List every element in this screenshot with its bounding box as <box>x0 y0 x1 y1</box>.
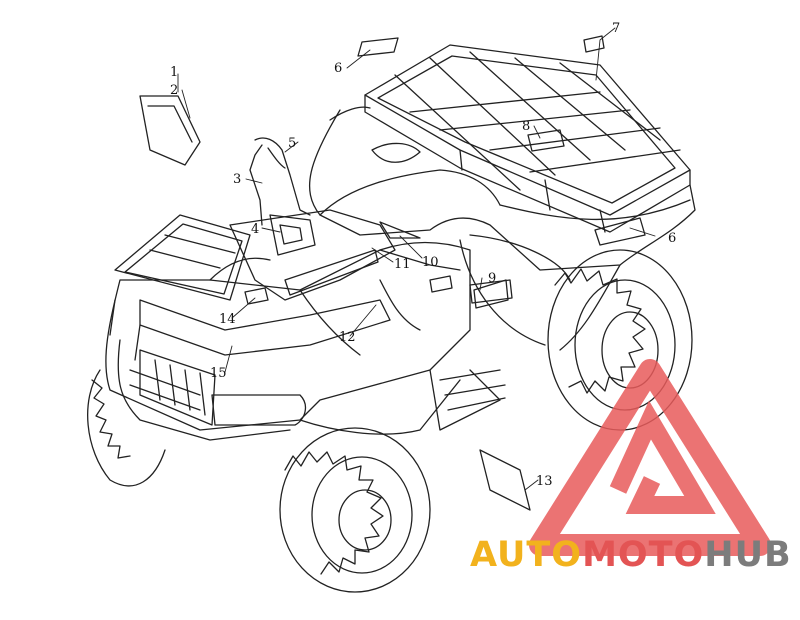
rear-rack <box>364 44 691 233</box>
watermark-logo <box>529 359 771 556</box>
callout-14: 14 <box>219 312 236 327</box>
callout-13: 13 <box>536 474 553 489</box>
decal-13 <box>479 449 531 511</box>
callout-3: 3 <box>233 172 241 187</box>
callout-12: 12 <box>339 330 356 345</box>
watermark-part-auto: AUTO <box>470 535 583 575</box>
steering <box>229 137 396 301</box>
callout-5: 5 <box>288 136 296 151</box>
front-right-wheel <box>279 427 431 593</box>
front-left-wheel <box>87 369 166 487</box>
front-body <box>105 241 506 435</box>
brand-decals <box>244 221 453 305</box>
decal-7 <box>583 35 605 53</box>
callout-9: 9 <box>488 271 496 286</box>
callout-2: 2 <box>170 83 178 98</box>
callout-15: 15 <box>210 366 227 381</box>
front-rack <box>109 214 391 441</box>
watermark-text: AUTOMOTOHUB <box>470 535 792 575</box>
callout-8: 8 <box>522 119 530 134</box>
decal-6-upper <box>357 37 399 57</box>
decal-1-2 <box>139 95 201 166</box>
callout-6-top: 6 <box>334 61 342 76</box>
callout-11: 11 <box>394 257 411 272</box>
decal-9 <box>469 279 513 304</box>
callout-6-side: 6 <box>668 231 676 246</box>
callout-1: 1 <box>170 65 178 80</box>
leader-lines <box>177 27 656 491</box>
rear-body <box>308 106 696 351</box>
headlights-grille <box>139 349 307 426</box>
decal-6-side <box>594 217 646 246</box>
callout-10: 10 <box>422 255 439 270</box>
decal-parts <box>139 35 646 511</box>
callout-4: 4 <box>251 222 259 237</box>
decal-8 <box>527 129 565 152</box>
callout-7: 7 <box>612 21 620 36</box>
watermark-part-hub: HUB <box>704 535 792 575</box>
watermark-part-moto: MOTO <box>582 535 705 575</box>
